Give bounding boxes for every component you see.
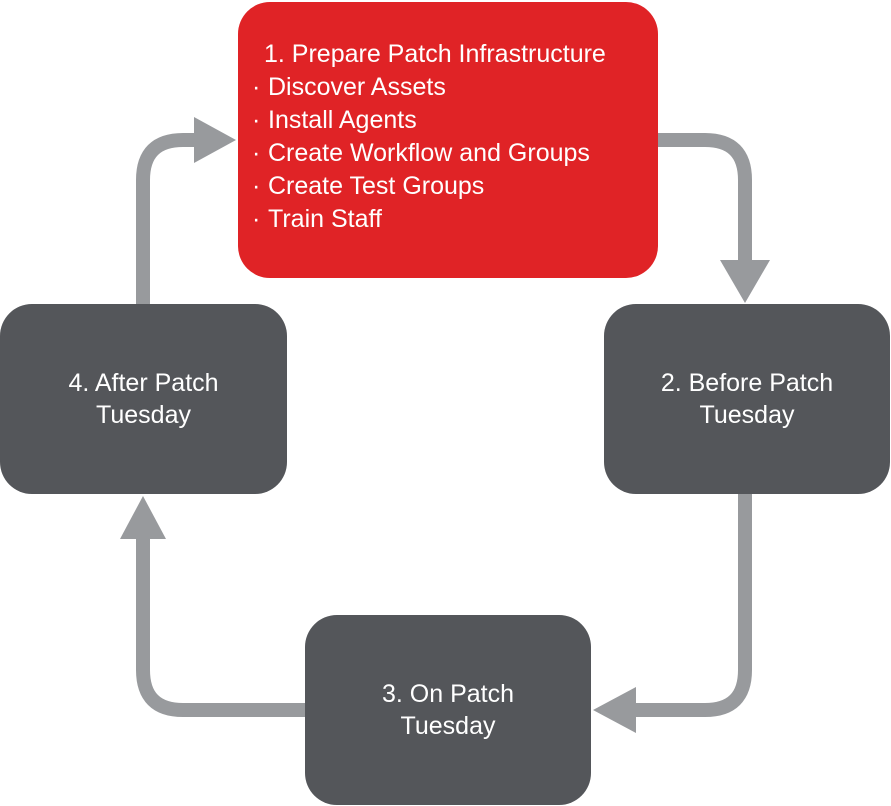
step-1-title: 1. Prepare Patch Infrastructure <box>264 40 606 68</box>
step-2-title: 2. Before Patch Tuesday <box>660 369 834 429</box>
arrow-2-to-3 <box>636 494 752 717</box>
list-item: ·Train Staff <box>252 205 382 233</box>
step-4-after-patch-tuesday: 4. After Patch Tuesday <box>0 304 287 494</box>
arrowhead-2-to-3 <box>593 687 636 733</box>
list-item: ·Install Agents <box>252 106 417 134</box>
step-4-title: 4. After Patch Tuesday <box>68 369 219 429</box>
list-item: ·Create Test Groups <box>252 172 485 200</box>
step-3-on-patch-tuesday: 3. On Patch Tuesday <box>305 615 591 805</box>
arrow-3-to-4 <box>136 537 305 717</box>
list-item: ·Discover Assets <box>252 73 446 101</box>
step-1-prepare-infrastructure: 1. Prepare Patch Infrastructure ·Discove… <box>238 2 658 278</box>
arrowhead-1-to-2 <box>720 260 770 303</box>
step-1-bullet-list: ·Discover Assets ·Install Agents ·Create… <box>252 71 658 236</box>
arrowhead-3-to-4 <box>120 496 166 539</box>
arrowhead-4-to-1 <box>194 117 236 163</box>
arrow-1-to-2 <box>658 133 752 262</box>
step-2-before-patch-tuesday: 2. Before Patch Tuesday <box>604 304 890 494</box>
step-3-title: 3. On Patch Tuesday <box>381 680 515 740</box>
arrow-4-to-1 <box>136 133 196 304</box>
list-item: ·Create Workflow and Groups <box>252 139 590 167</box>
